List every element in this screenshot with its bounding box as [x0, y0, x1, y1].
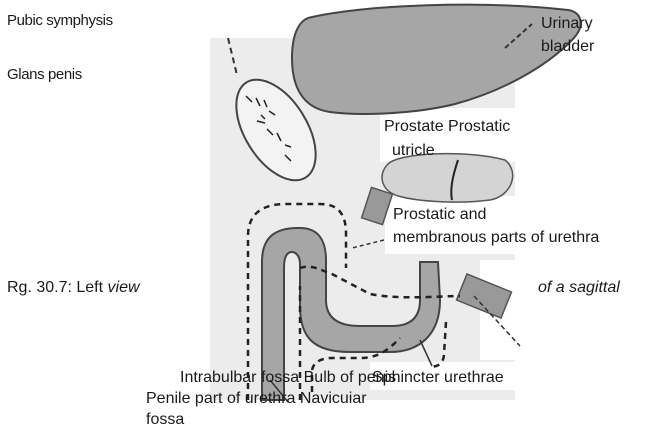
label-fossa: fossa: [146, 410, 184, 430]
urinary-bladder-shape: [292, 5, 581, 114]
label-membranous-urethra: membranous parts of urethra: [393, 228, 599, 248]
caption-right-italic: of a sagittal: [538, 279, 620, 296]
figure-caption-left: Rg. 30.7: Left view: [7, 278, 140, 298]
label-urinary-bladder-2: bladder: [541, 37, 594, 57]
figure-caption-right: of a sagittal: [538, 278, 620, 298]
label-glans-penis: Glans penis: [7, 65, 82, 85]
label-prostate: Prostate Prostatic: [384, 117, 510, 137]
label-urinary-bladder-1: Urinary: [541, 14, 593, 34]
label-prostatic-utricle: utricle: [392, 141, 435, 161]
label-pubic-symphysis: Pubic symphysis: [7, 11, 113, 31]
label-penile-navicular: Penile part of urethra Navicuiar: [146, 389, 367, 409]
caption-left-text: Rg. 30.7: Left: [7, 279, 103, 296]
caption-left-italic: view: [108, 279, 140, 296]
label-intrabulbar-bulb: Intrabulbar fossa Bulb of penis: [180, 368, 396, 388]
label-prostatic-and: Prostatic and: [393, 205, 486, 225]
